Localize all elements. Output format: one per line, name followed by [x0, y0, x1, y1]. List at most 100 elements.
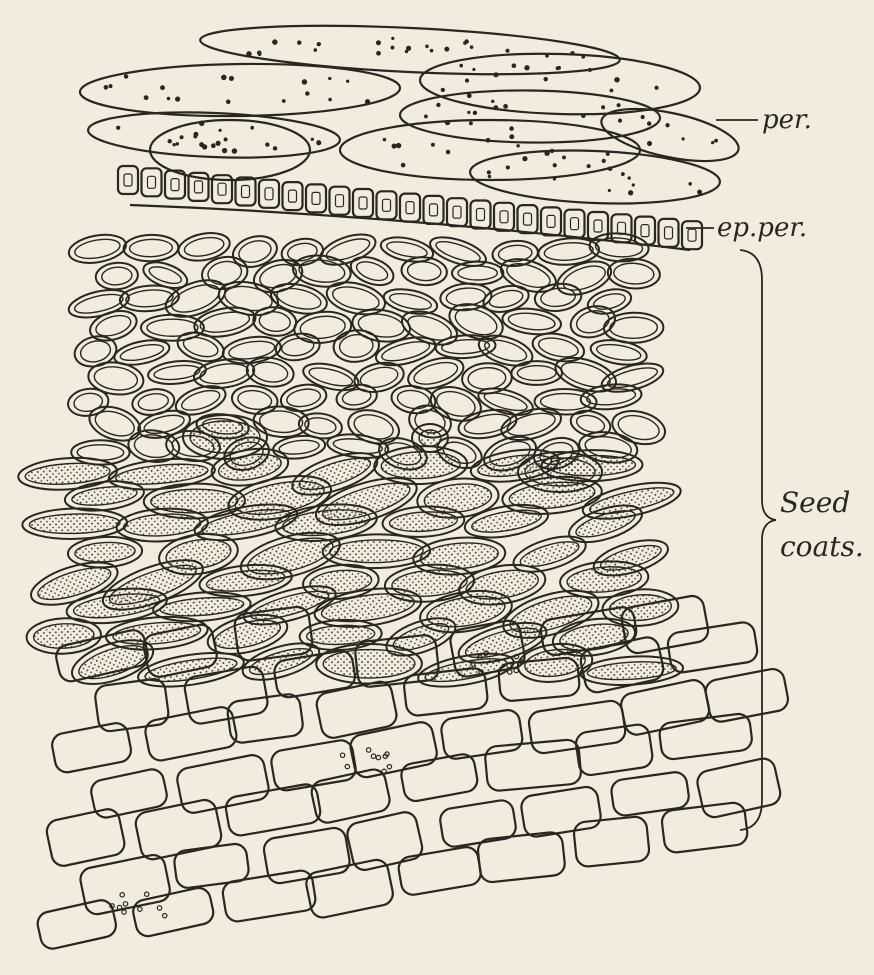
epidermis-cell: [541, 207, 561, 235]
pericarp-granule: [606, 152, 610, 156]
epidermis-cell-nucleus: [641, 225, 649, 237]
pericarp-granule: [265, 142, 270, 147]
pericarp-granule: [250, 126, 254, 130]
label-coats: coats.: [780, 530, 864, 563]
pericarp-granule: [472, 68, 475, 71]
parenchyma-cell: [399, 752, 479, 803]
seed-coat-cell: [253, 405, 310, 439]
seed-coat-cell: [229, 231, 280, 271]
epidermis-cell: [377, 191, 397, 219]
pericarp-granule: [459, 64, 463, 68]
stippled-cell-lumen: [190, 421, 260, 453]
epidermis-cell-nucleus: [500, 211, 508, 223]
pericarp-granule: [711, 141, 715, 145]
seed-coat-cell-lumen: [147, 263, 183, 286]
seed-coat-cell-lumen: [613, 262, 654, 285]
parenchyma-cell: [131, 886, 216, 939]
pericarp-granule: [524, 65, 529, 70]
epidermis-cell-nucleus: [406, 202, 414, 214]
parenchyma-cell: [175, 753, 270, 815]
parenchyma-granule: [138, 907, 142, 911]
label-ep-per: ep.per.: [717, 213, 807, 243]
pericarp-granule: [469, 121, 473, 125]
seed-coat-cell-lumen: [396, 388, 431, 411]
pericarp-granule: [647, 121, 652, 126]
pericarp-granule: [104, 85, 109, 90]
pericarp-granule: [391, 37, 394, 40]
seed-coat-cell: [291, 253, 352, 290]
epidermis-cell-nucleus: [359, 197, 367, 209]
pericarp-granule: [168, 139, 172, 143]
stippled-cell-lumen: [323, 649, 415, 678]
epidermis-cell-nucleus: [453, 206, 461, 218]
epidermis-cell-nucleus: [430, 204, 438, 216]
epidermis-cell: [306, 184, 326, 212]
seed-coat-cell-lumen: [458, 266, 497, 280]
pericarp-granule: [681, 137, 685, 141]
seed-coat-cell: [609, 406, 669, 449]
epidermis-cell: [494, 203, 514, 231]
pericarp-granule: [297, 40, 302, 45]
pericarp-granule: [396, 143, 401, 148]
seed-coat-cell-lumen: [482, 336, 529, 365]
pericarp-granule: [383, 138, 387, 142]
pericarp-granule: [632, 183, 635, 186]
epidermis-cell-nucleus: [265, 188, 273, 200]
epidermis-cell-nucleus: [218, 183, 226, 195]
pericarp-granule: [430, 49, 434, 53]
parenchyma-cell: [440, 708, 524, 760]
pericarp-granule: [614, 77, 620, 83]
epidermis-cell: [659, 219, 679, 247]
seed-coat-cell-lumen: [280, 336, 315, 358]
seed-coat-cell-lumen: [129, 239, 172, 257]
parenchyma-cell: [574, 723, 653, 776]
stippled-cell-lumen: [470, 506, 542, 536]
parenchyma-granule: [340, 753, 344, 757]
seed-coat-cell-lumen: [101, 266, 133, 286]
seed-coat-cell-lumen: [168, 279, 223, 317]
pericarp-granule: [223, 137, 227, 141]
pericarp-granule: [550, 149, 554, 153]
seed-coat-cell-lumen: [286, 241, 318, 262]
seed-coat-cell: [511, 361, 562, 385]
pericarp-granule: [646, 140, 652, 146]
pericarp-granule: [665, 123, 670, 128]
epidermis-cell: [400, 194, 420, 222]
stippled-cell-lumen: [72, 590, 161, 622]
pericarp-granule: [226, 99, 231, 104]
seed-coat-cell-lumen: [544, 241, 594, 262]
stippled-cell-lumen: [525, 458, 595, 486]
epidermis-cell: [259, 180, 279, 208]
seed-coat-cell-lumen: [559, 358, 613, 392]
pericarp-granule: [172, 143, 175, 146]
pericarp-granule: [522, 156, 527, 161]
pericarp-granule: [124, 74, 129, 79]
pericarp-granule: [553, 163, 557, 167]
epidermis-cell-nucleus: [124, 174, 132, 186]
pericarp-granule: [391, 46, 395, 50]
epidermis-cell-nucleus: [148, 176, 156, 188]
epidermis-cell-nucleus: [665, 227, 673, 239]
stippled-cell-lumen: [123, 512, 201, 538]
pericarp-granule: [503, 104, 508, 109]
pericarp-granule: [562, 156, 566, 160]
pericarp-granule: [221, 75, 227, 81]
pericarp-cell: [80, 62, 401, 118]
pericarp-granule: [436, 103, 440, 107]
pericarp-granule: [714, 138, 719, 143]
pericarp-cell: [419, 50, 701, 118]
pericarp-granule: [609, 89, 613, 93]
epidermis-cell: [471, 201, 491, 229]
pericarp-granule: [688, 182, 692, 186]
pericarp-granule: [491, 100, 494, 103]
epidermis-cell: [142, 168, 162, 196]
epidermis-cell: [353, 189, 373, 217]
seed-coat-cell-lumen: [354, 258, 390, 284]
pericarp-granule: [654, 86, 658, 90]
pericarp-granule: [175, 96, 180, 101]
pericarp-granule: [167, 97, 171, 101]
parenchyma-cell: [695, 756, 782, 819]
pericarp-granule: [108, 84, 112, 88]
pericarp-granule: [588, 68, 592, 72]
